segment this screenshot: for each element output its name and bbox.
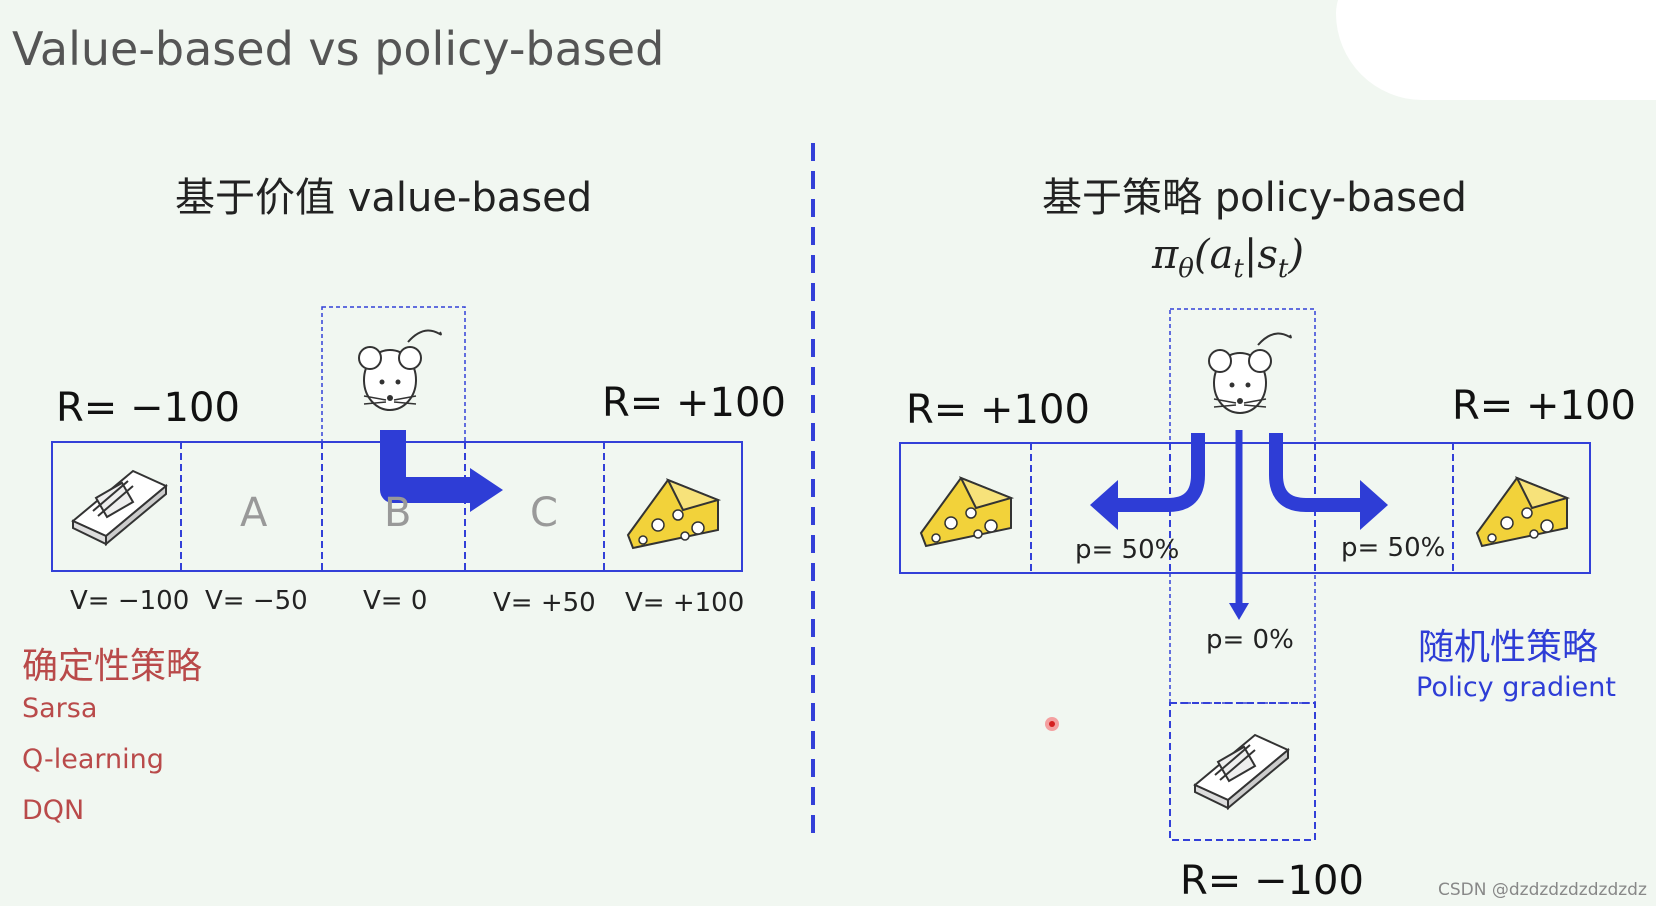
value-label: V= +100 [625, 588, 745, 618]
state-b: B [384, 490, 412, 536]
left-reward-trap: R= −100 [56, 385, 240, 431]
state-c: C [530, 490, 558, 536]
mousetrap-icon [1194, 734, 1289, 809]
right-policy-arrow [1269, 433, 1360, 512]
mouse-icon [358, 329, 442, 411]
value-label: V= 0 [363, 586, 428, 616]
mousetrap-icon [72, 470, 167, 545]
value-label: V= −50 [205, 586, 308, 616]
prob-down: p= 0% [1206, 625, 1294, 655]
algorithm-q-learning: Q-learning [22, 744, 164, 775]
deterministic-arrow [380, 430, 475, 503]
mouse-icon [1208, 332, 1292, 414]
watermark: CSDN @dzdzdzdzdzdzdz [1438, 880, 1647, 900]
right-reward-trap: R= −100 [1180, 858, 1364, 904]
left-policy-arrow [1118, 433, 1205, 512]
right-reward-left: R= +100 [906, 387, 1090, 433]
right-trap-cell [1169, 702, 1316, 841]
state-a: A [240, 490, 268, 536]
cheese-icon [1476, 477, 1568, 547]
deterministic-policy-label: 确定性策略 [22, 646, 203, 687]
left-section-title: 基于价值 value-based [175, 175, 593, 221]
left-reward-cheese: R= +100 [602, 380, 786, 426]
algorithm-sarsa: Sarsa [22, 693, 98, 724]
value-label: V= +50 [493, 588, 596, 618]
cheese-icon [920, 477, 1012, 547]
value-label: V= −100 [70, 586, 190, 616]
left-mouse-cell [321, 306, 466, 443]
stochastic-policy-label: 随机性策略 [1418, 627, 1599, 668]
algorithm-dqn: DQN [22, 795, 85, 826]
corner-decoration [1336, 0, 1656, 100]
prob-left: p= 50% [1075, 535, 1180, 565]
slide-title: Value-based vs policy-based [12, 22, 665, 76]
right-reward-right: R= +100 [1452, 383, 1636, 429]
policy-gradient-label: Policy gradient [1416, 672, 1616, 703]
cheese-icon [627, 479, 719, 549]
policy-formula: πθ(at|st) [1152, 232, 1304, 284]
prob-right: p= 50% [1341, 533, 1446, 563]
right-row [899, 442, 1591, 574]
right-section-title: 基于策略 policy-based [1042, 175, 1467, 221]
